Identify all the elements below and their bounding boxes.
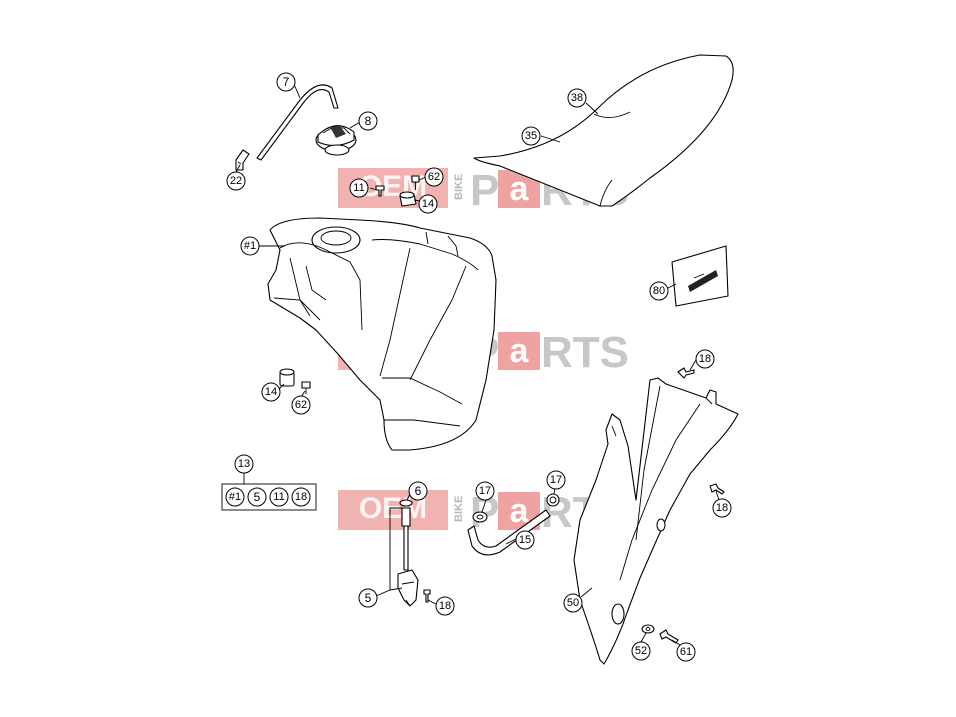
callout-18-b[interactable]: 18 — [712, 498, 732, 518]
callout-38-label: 38 — [571, 92, 583, 104]
part-screw-shroud-right[interactable] — [709, 483, 725, 495]
part-tap-washer[interactable] — [399, 499, 413, 507]
part-bolt-mid[interactable] — [301, 381, 311, 394]
part-bolt-bottom[interactable] — [659, 629, 679, 644]
callout-8-label: 8 — [365, 114, 372, 128]
callout-62-top[interactable]: 62 — [424, 167, 444, 187]
part-fuel-tap[interactable] — [397, 507, 419, 607]
callout-18-a-label: 18 — [699, 353, 711, 365]
callout-5-label: 5 — [365, 591, 372, 605]
kit-item-1-label: #1 — [229, 491, 241, 503]
callout-6-label: 6 — [415, 484, 422, 498]
callout-17-a-label: 17 — [479, 485, 491, 497]
watermark-bike-text: BIKE — [453, 174, 465, 200]
part-screw-shroud-top[interactable] — [677, 367, 695, 379]
callout-14-mid-label: 14 — [265, 386, 277, 398]
callout-61-label: 61 — [680, 646, 692, 658]
callout-80[interactable]: 80 — [649, 281, 669, 301]
part-elbow-fitting[interactable] — [235, 149, 250, 171]
watermark-a-text: a — [510, 492, 530, 530]
kit-item-11[interactable]: 11 — [269, 487, 289, 507]
callout-18-b-label: 18 — [716, 502, 728, 514]
part-hose-clamp-left[interactable] — [472, 511, 488, 523]
part-screw-tap[interactable] — [423, 589, 431, 603]
part-grommet-mid[interactable] — [279, 368, 295, 387]
callout-80-label: 80 — [653, 285, 665, 297]
callout-14-top-label: 14 — [422, 198, 434, 210]
callout-14-top[interactable]: 14 — [418, 194, 438, 214]
callout-22[interactable]: 22 — [226, 171, 246, 191]
kit-item-5-label: 5 — [254, 490, 261, 504]
kit-item-18[interactable]: 18 — [291, 487, 311, 507]
callout-50-label: 50 — [567, 597, 579, 609]
kit-item-1[interactable]: #1 — [225, 487, 245, 507]
callout-18-c[interactable]: 18 — [435, 596, 455, 616]
part-fuel-cap[interactable] — [315, 125, 357, 156]
callout-17-b[interactable]: 17 — [546, 470, 566, 490]
part-hose-clamp-right[interactable] — [546, 493, 560, 507]
part-fuel-hose[interactable] — [467, 509, 551, 556]
callout-18-c-label: 18 — [439, 600, 451, 612]
callout-62-mid-label: 62 — [295, 399, 307, 411]
callout-61[interactable]: 61 — [676, 642, 696, 662]
callout-52[interactable]: 52 — [631, 641, 651, 661]
callout-13-label: 13 — [238, 458, 250, 470]
part-breather-hose[interactable] — [256, 84, 339, 161]
callout-38[interactable]: 38 — [567, 88, 587, 108]
callout-1-label: #1 — [244, 240, 256, 252]
watermark-bike-text: BIKE — [453, 496, 465, 522]
callout-14-mid[interactable]: 14 — [261, 382, 281, 402]
watermark-rts-text: RTS — [541, 328, 629, 377]
callout-62-mid[interactable]: 62 — [291, 395, 311, 415]
watermark-oem-text: OEM — [359, 170, 427, 203]
watermark-a-text: a — [510, 170, 530, 208]
callout-35-label: 35 — [525, 130, 537, 142]
callout-7[interactable]: 7 — [276, 72, 296, 92]
callout-6[interactable]: 6 — [408, 481, 428, 501]
callout-8[interactable]: 8 — [358, 111, 378, 131]
part-bolt-top[interactable] — [411, 175, 420, 190]
kit-item-5[interactable]: 5 — [247, 487, 267, 507]
callout-5[interactable]: 5 — [358, 588, 378, 608]
callout-35[interactable]: 35 — [521, 126, 541, 146]
callout-11-label: 11 — [353, 182, 364, 194]
callout-22-label: 22 — [230, 175, 242, 187]
callout-15-label: 15 — [519, 534, 531, 546]
part-fuel-tank[interactable] — [267, 217, 497, 451]
callout-62-top-label: 62 — [428, 171, 440, 183]
callout-50[interactable]: 50 — [563, 593, 583, 613]
leader-lines — [235, 81, 720, 646]
part-decal[interactable] — [671, 245, 729, 307]
part-side-shroud[interactable] — [573, 377, 739, 665]
part-grommet-top[interactable] — [399, 191, 417, 207]
callout-17-b-label: 17 — [550, 474, 562, 486]
kit-item-18-label: 18 — [295, 491, 307, 503]
callout-52-label: 52 — [635, 645, 647, 657]
callout-15[interactable]: 15 — [515, 530, 535, 550]
callout-17-a[interactable]: 17 — [475, 481, 495, 501]
watermark-a-text: a — [510, 332, 530, 370]
part-seat[interactable] — [473, 54, 734, 207]
callout-18-a[interactable]: 18 — [695, 349, 715, 369]
kit-item-11-label: 11 — [273, 491, 284, 503]
callout-7-label: 7 — [283, 75, 290, 89]
callout-1[interactable]: #1 — [240, 236, 260, 256]
callout-11[interactable]: 11 — [349, 178, 369, 198]
callout-13[interactable]: 13 — [234, 454, 254, 474]
watermark-p-text: P — [470, 166, 499, 215]
callouts: 7 8 22 11 62 14 38 35 #1 80 18 14 62 13 … — [225, 72, 732, 662]
part-washer[interactable] — [641, 624, 655, 634]
